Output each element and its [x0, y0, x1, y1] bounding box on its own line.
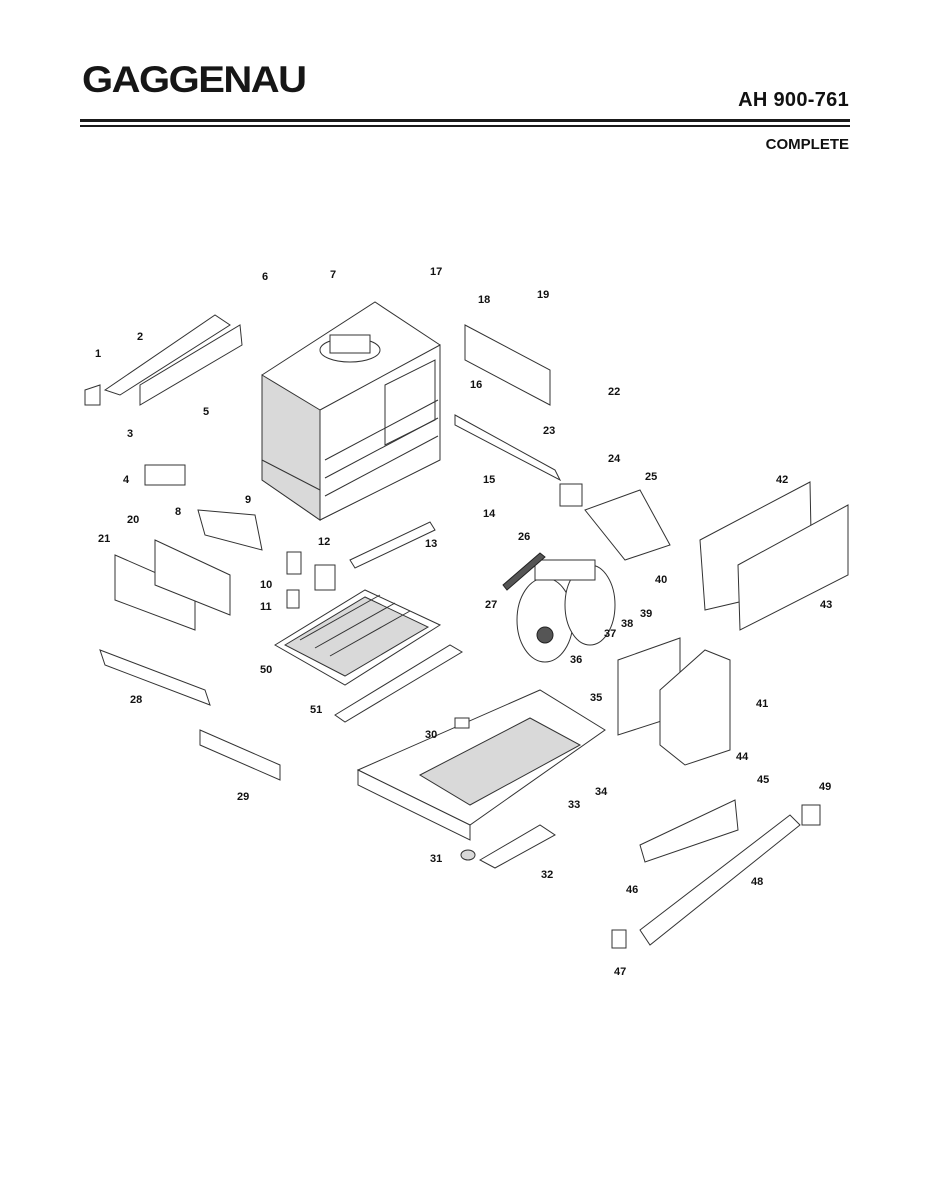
callout-label-37: 37	[604, 628, 616, 640]
callout-label-46: 46	[626, 884, 638, 896]
callout-label-25: 25	[645, 471, 657, 483]
callout-label-47: 47	[614, 966, 626, 978]
callout-label-22: 22	[608, 386, 620, 398]
callout-label-12: 12	[318, 536, 330, 548]
callout-label-10: 10	[260, 579, 272, 591]
model-number: AH 900-761	[738, 89, 849, 111]
callout-label-49: 49	[819, 781, 831, 793]
header-rule-thick	[80, 119, 850, 122]
louver-20-21	[114, 539, 231, 631]
callout-label-8: 8	[175, 506, 181, 518]
callout-label-27: 27	[485, 599, 497, 611]
rail-18-19	[464, 324, 551, 406]
bracket-29	[199, 729, 281, 781]
plate-5	[139, 324, 243, 406]
callout-label-40: 40	[655, 574, 667, 586]
bottom-frame	[356, 689, 606, 841]
callout-label-28: 28	[130, 694, 142, 706]
rail-2	[103, 314, 231, 396]
main-housing	[261, 301, 441, 521]
control-panel	[639, 799, 739, 863]
callout-label-36: 36	[570, 654, 582, 666]
callout-label-30: 30	[425, 729, 437, 741]
callout-label-9: 9	[245, 494, 251, 506]
callout-label-32: 32	[541, 869, 553, 881]
cap-31	[460, 849, 476, 861]
brand-logo: GAGGENAU	[82, 60, 307, 101]
capacitor-11	[286, 589, 300, 609]
callout-label-39: 39	[640, 608, 652, 620]
duct-32	[478, 824, 556, 869]
callout-label-2: 2	[137, 331, 143, 343]
lamp-13	[349, 521, 436, 569]
callout-label-11: 11	[260, 601, 272, 613]
rail-23	[454, 414, 562, 482]
capacitor-10	[286, 551, 302, 575]
callout-label-38: 38	[621, 618, 633, 630]
callout-label-5: 5	[203, 406, 209, 418]
callout-label-50: 50	[260, 664, 272, 676]
callout-label-43: 43	[820, 599, 832, 611]
callout-label-35: 35	[590, 692, 602, 704]
rail-51	[334, 644, 463, 723]
callout-label-44: 44	[736, 751, 749, 763]
header-rule-thin	[80, 125, 850, 127]
callout-label-19: 19	[537, 289, 549, 301]
motor-12	[314, 564, 336, 591]
callout-label-33: 33	[568, 799, 580, 811]
cover-panel	[737, 504, 849, 631]
bracket-25	[584, 489, 671, 561]
callout-label-24: 24	[608, 453, 621, 465]
blower-wheel	[516, 559, 616, 663]
callout-label-4: 4	[123, 474, 130, 486]
callout-label-29: 29	[237, 791, 249, 803]
callout-label-23: 23	[543, 425, 555, 437]
clip-30	[454, 717, 470, 729]
transformer-4	[144, 464, 186, 486]
callout-label-16: 16	[470, 379, 482, 391]
front-trim	[639, 814, 801, 946]
callout-label-26: 26	[518, 531, 530, 543]
end-cap-1	[84, 384, 101, 406]
callout-label-51: 51	[310, 704, 322, 716]
grease-filter	[274, 589, 442, 686]
clip-24	[559, 483, 583, 507]
callout-label-7: 7	[330, 269, 336, 281]
callout-label-15: 15	[483, 474, 495, 486]
callout-label-34: 34	[595, 786, 608, 798]
callout-label-48: 48	[751, 876, 763, 888]
rod-26	[502, 552, 546, 591]
callout-label-3: 3	[127, 428, 133, 440]
electronics-casing	[659, 649, 731, 766]
bracket-28	[99, 649, 211, 706]
callout-label-41: 41	[756, 698, 768, 710]
callout-label-1: 1	[95, 348, 101, 360]
callout-label-31: 31	[430, 853, 442, 865]
callout-label-45: 45	[757, 774, 769, 786]
end-cap-49	[801, 804, 821, 826]
callout-label-17: 17	[430, 266, 442, 278]
callout-label-14: 14	[483, 508, 496, 520]
switch-47	[611, 929, 627, 949]
page-subtitle: COMPLETE	[765, 136, 849, 153]
bracket-8	[197, 509, 263, 551]
callout-label-6: 6	[262, 271, 268, 283]
callout-label-20: 20	[127, 514, 139, 526]
callout-label-18: 18	[478, 294, 490, 306]
callout-label-13: 13	[425, 538, 437, 550]
callout-label-21: 21	[98, 533, 110, 545]
callout-label-42: 42	[776, 474, 788, 486]
